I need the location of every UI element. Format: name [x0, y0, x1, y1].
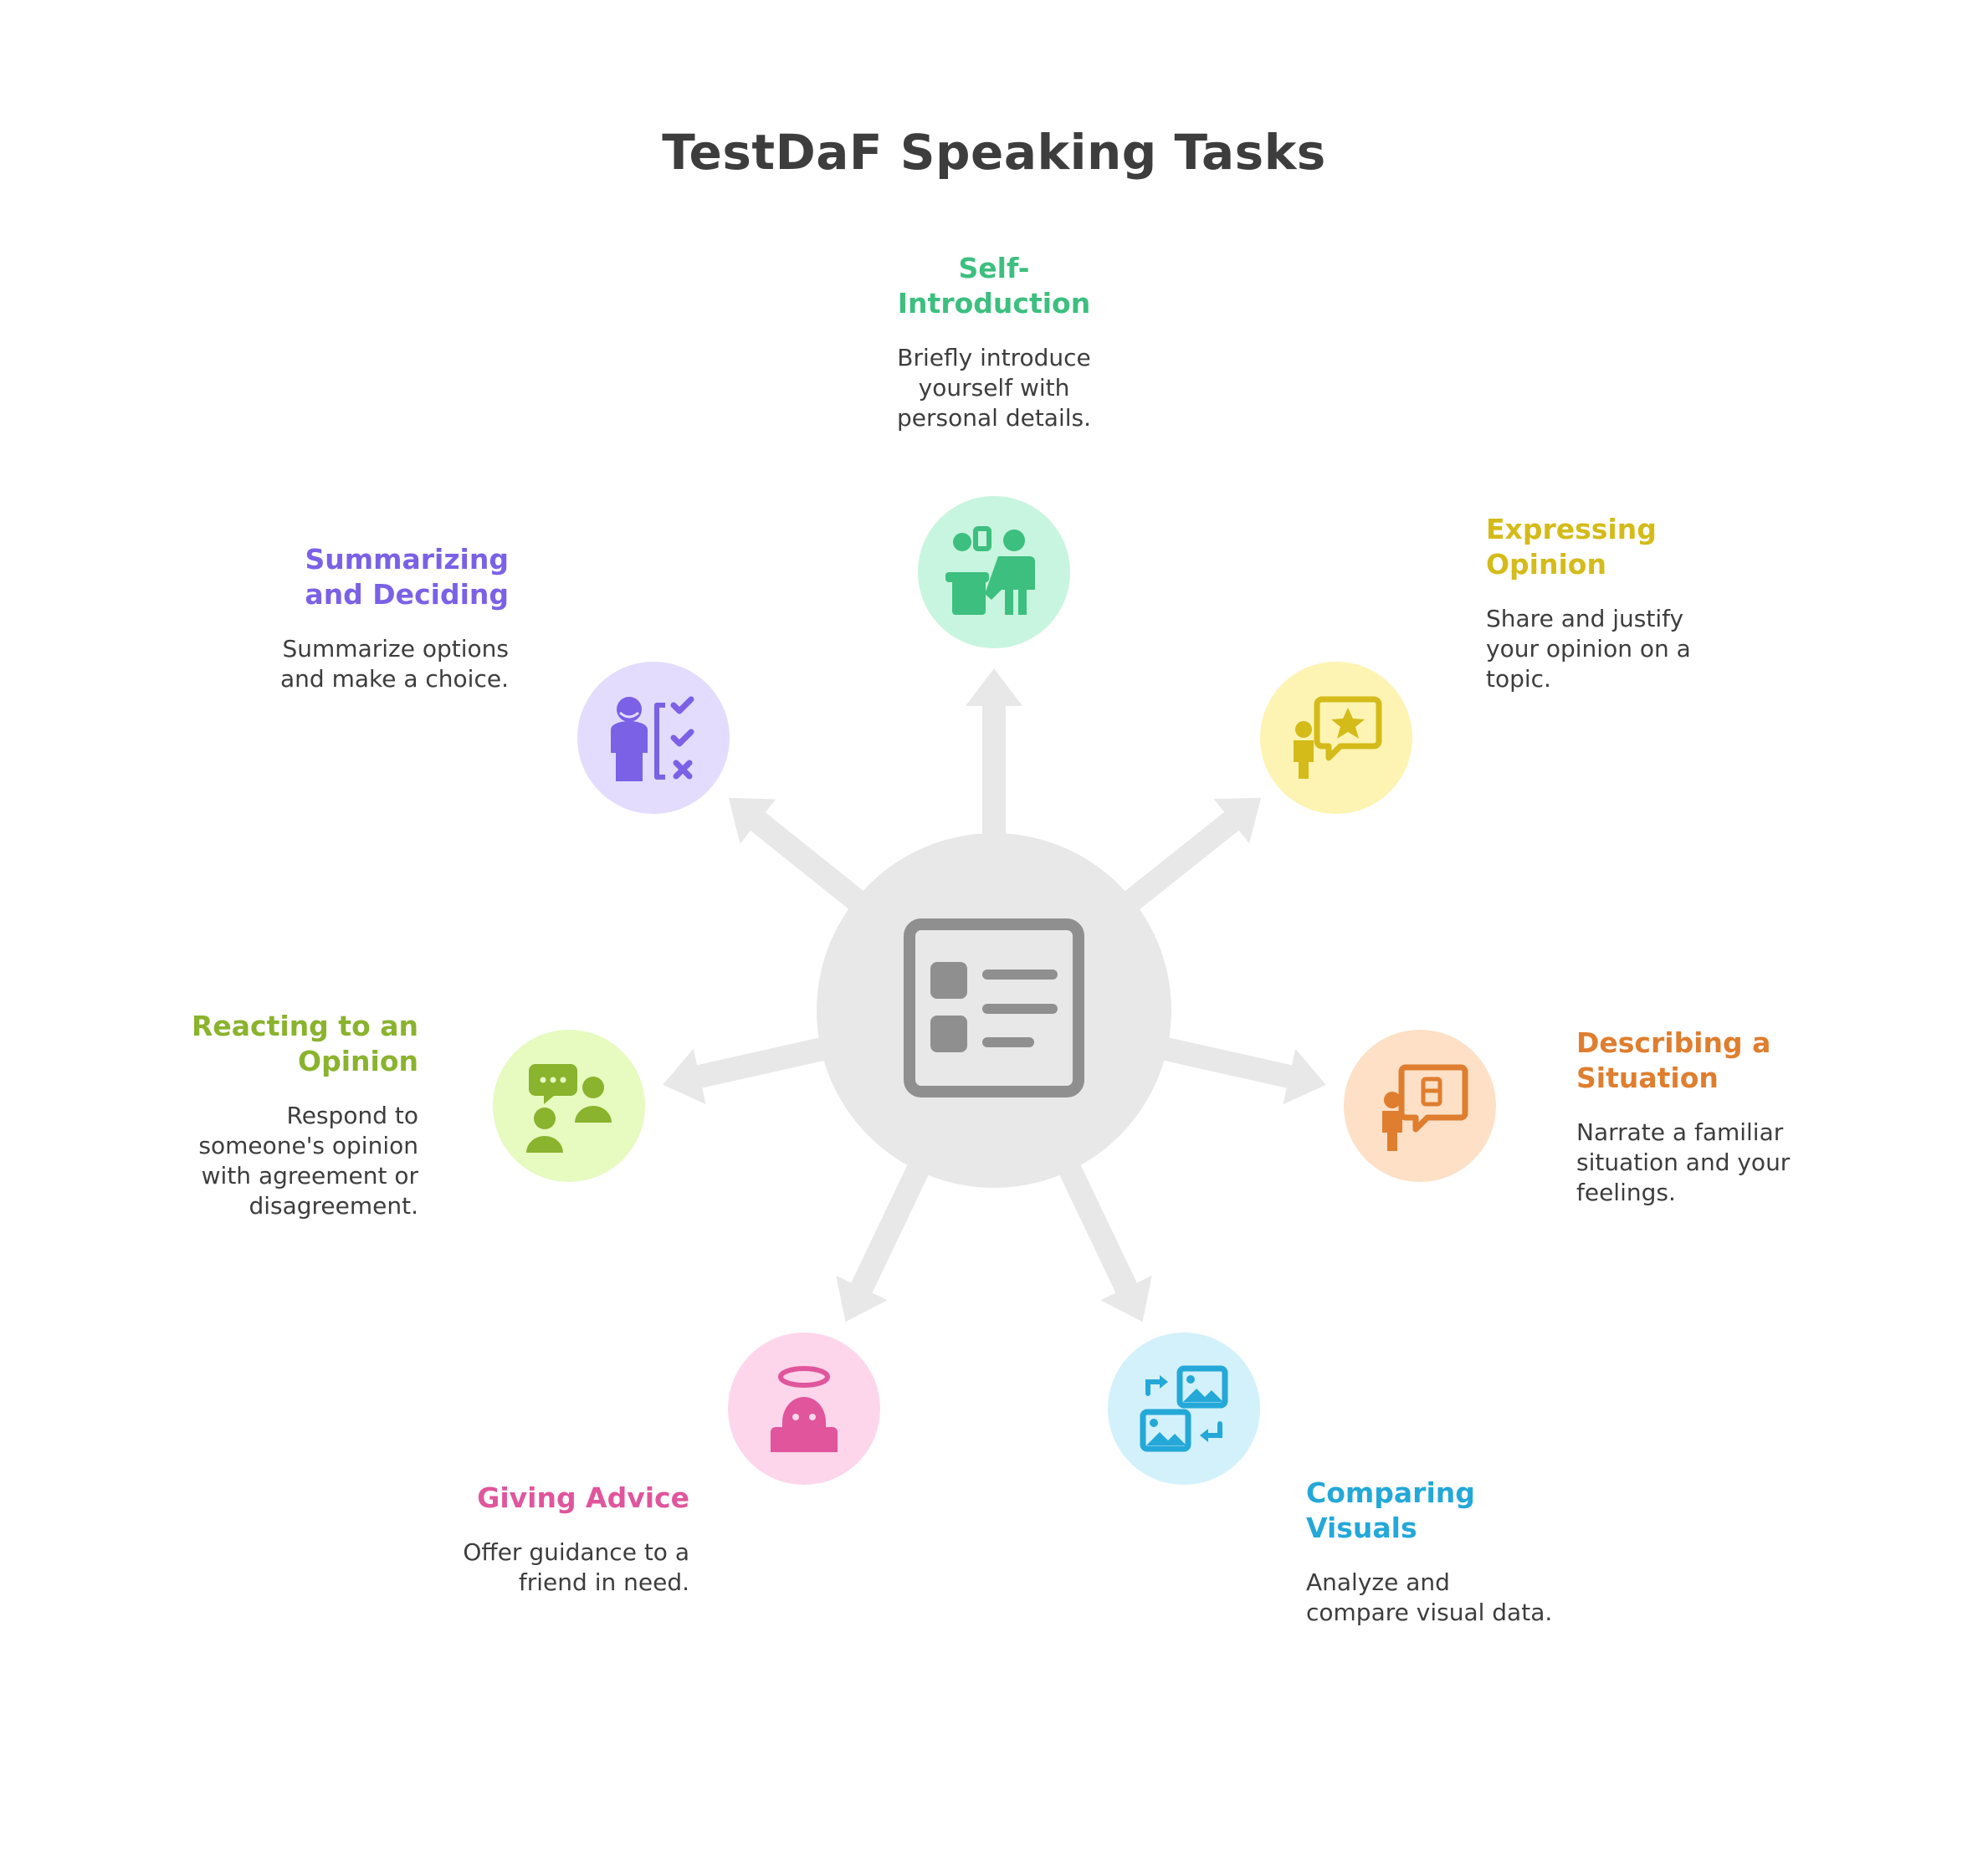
desc-line: and make a choice. — [280, 665, 509, 693]
desc-line: Briefly introduce — [897, 344, 1091, 371]
node-self-introduction — [918, 496, 1070, 648]
arrow-to-self-introduction — [966, 668, 1022, 843]
node-describing-situation — [1344, 1030, 1496, 1182]
heading-line: Reacting to an — [191, 1010, 418, 1042]
desc-line: disagreement. — [248, 1192, 418, 1220]
desc-summarizing-deciding: Summarize options and make a choice. — [224, 634, 509, 694]
heading-comparing-visuals: Comparing Visuals — [1306, 1476, 1607, 1546]
arrow-to-comparing-visuals — [1055, 1156, 1152, 1322]
node-reacting-opinion — [493, 1030, 645, 1182]
desc-line: Respond to — [286, 1102, 418, 1129]
desc-giving-advice: Offer guidance to a friend in need. — [388, 1537, 689, 1598]
document-list-icon — [904, 918, 1084, 1097]
desc-line: Summarize options — [282, 635, 509, 663]
desc-line: Share and justify — [1486, 605, 1684, 632]
arrow-to-describing-situation — [1155, 1036, 1326, 1105]
desc-expressing-opinion: Share and justify your opinion on a topi… — [1486, 604, 1754, 694]
heading-line: Giving Advice — [477, 1481, 689, 1514]
heading-line: Comparing — [1306, 1476, 1475, 1509]
desc-line: topic. — [1486, 665, 1551, 693]
desc-self-introduction: Briefly introduce yourself with personal… — [862, 343, 1126, 433]
heading-describing-situation: Describing a Situation — [1576, 1026, 1861, 1096]
node-giving-advice — [728, 1333, 880, 1485]
desc-comparing-visuals: Analyze and compare visual data. — [1306, 1568, 1607, 1628]
node-summarizing-deciding — [577, 662, 730, 814]
desc-line: Offer guidance to a — [463, 1538, 689, 1566]
presenter-icon — [945, 526, 1035, 615]
heading-expressing-opinion: Expressing Opinion — [1486, 512, 1754, 582]
opinion-star-icon — [1294, 696, 1382, 779]
desc-line: compare visual data. — [1306, 1599, 1553, 1626]
heading-line: Describing a — [1576, 1026, 1771, 1059]
arrow-to-giving-advice — [836, 1156, 933, 1322]
desc-line: situation and your — [1576, 1149, 1791, 1176]
heading-line: Opinion — [1486, 548, 1606, 581]
node-expressing-opinion — [1260, 662, 1412, 814]
heading-line: Opinion — [298, 1045, 418, 1077]
heading-line: Visuals — [1306, 1512, 1417, 1544]
heading-line: and Deciding — [305, 578, 509, 611]
desc-line: friend in need. — [518, 1568, 689, 1596]
heading-line: Expressing — [1486, 513, 1657, 545]
label-self-introduction: Self- Introduction Briefly introduce you… — [862, 251, 1126, 433]
desc-line: yourself with — [918, 374, 1070, 402]
desc-line: feelings. — [1576, 1179, 1676, 1206]
heading-line: Summarizing — [305, 543, 509, 576]
narration-board-icon — [1382, 1064, 1468, 1151]
diagram-title: TestDaF Speaking Tasks — [662, 124, 1326, 181]
desc-line: Narrate a familiar — [1576, 1118, 1784, 1146]
label-giving-advice: Giving Advice Offer guidance to a friend… — [388, 1481, 689, 1598]
label-summarizing-deciding: Summarizing and Deciding Summarize optio… — [224, 542, 509, 694]
heading-giving-advice: Giving Advice — [388, 1481, 689, 1516]
compare-images-icon — [1140, 1365, 1228, 1452]
node-comparing-visuals — [1108, 1333, 1260, 1485]
arrow-to-expressing-opinion — [1117, 797, 1262, 916]
desc-line: personal details. — [897, 404, 1091, 432]
heading-line: Introduction — [897, 287, 1091, 320]
label-describing-situation: Describing a Situation Narrate a familia… — [1576, 1026, 1861, 1208]
desc-line: Analyze and — [1306, 1568, 1450, 1596]
angel-icon — [771, 1366, 838, 1452]
heading-self-introduction: Self- Introduction — [862, 251, 1126, 321]
heading-line: Self- — [958, 252, 1030, 284]
desc-reacting-opinion: Respond to someone's opinion with agreem… — [134, 1101, 418, 1221]
desc-line: someone's opinion — [198, 1132, 418, 1159]
heading-summarizing-deciding: Summarizing and Deciding — [224, 542, 509, 612]
desc-line: with agreement or — [201, 1162, 418, 1189]
arrow-to-summarizing-deciding — [728, 797, 871, 915]
label-reacting-opinion: Reacting to an Opinion Respond to someon… — [134, 1009, 418, 1221]
heading-reacting-opinion: Reacting to an Opinion — [134, 1009, 418, 1079]
conversation-icon — [526, 1064, 612, 1153]
desc-line: your opinion on a — [1486, 635, 1691, 663]
connector-arrows — [663, 668, 1326, 1322]
heading-line: Situation — [1576, 1062, 1719, 1094]
label-expressing-opinion: Expressing Opinion Share and justify you… — [1486, 512, 1754, 694]
arrow-to-reacting-opinion — [663, 1036, 833, 1105]
decision-checklist-icon — [611, 696, 694, 781]
label-comparing-visuals: Comparing Visuals Analyze and compare vi… — [1306, 1476, 1607, 1628]
desc-describing-situation: Narrate a familiar situation and your fe… — [1576, 1118, 1861, 1208]
